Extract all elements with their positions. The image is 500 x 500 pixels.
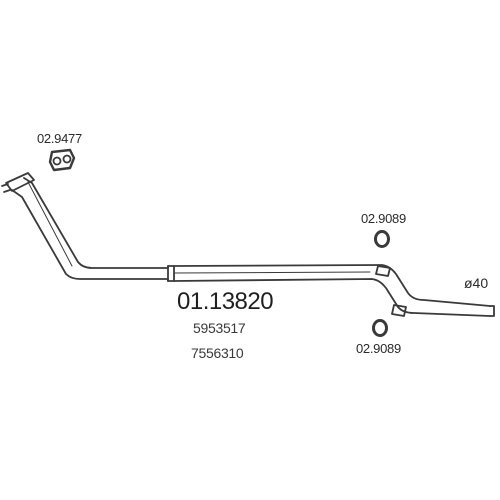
pipe-bracket [375, 265, 407, 317]
ring-bottom-part-number: 02.9089 [356, 341, 401, 356]
oem-reference-1: 5953517 [193, 320, 246, 336]
exhaust-pipe [11, 177, 495, 317]
ring-top-part-number: 02.9089 [361, 211, 406, 226]
gasket-part-number: 02.9477 [37, 131, 82, 146]
flange-gasket [48, 148, 76, 172]
ring-top [374, 230, 390, 248]
oem-reference-2: 7556310 [191, 345, 244, 361]
main-part-number: 01.13820 [177, 288, 274, 315]
ring-bottom [372, 319, 388, 337]
pipe-diameter-label: ø40 [464, 275, 489, 291]
pipe-flange [1, 172, 35, 193]
